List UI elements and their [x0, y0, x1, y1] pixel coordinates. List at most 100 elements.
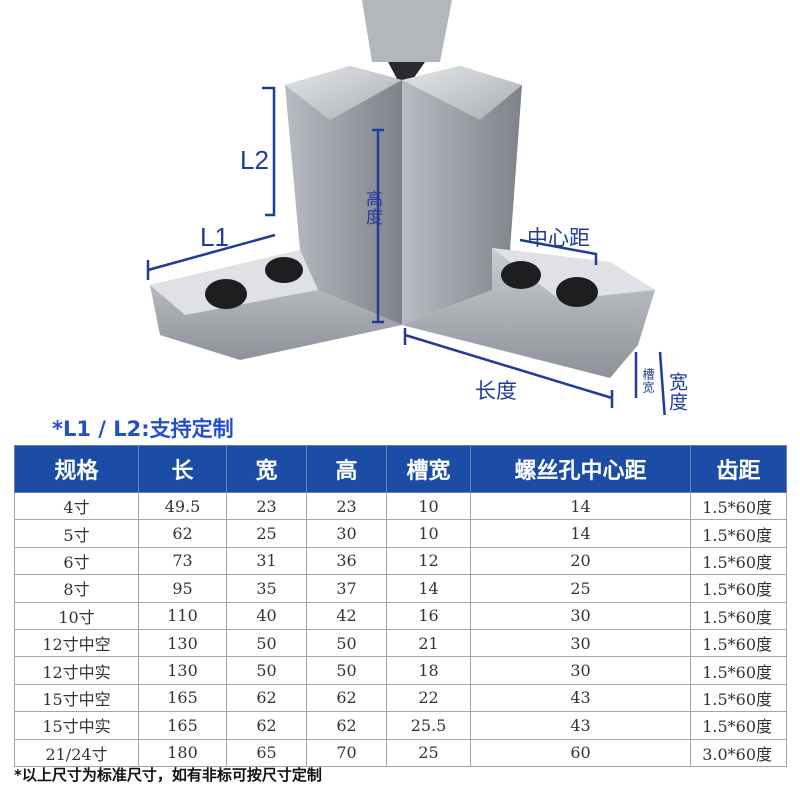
- table-cell: 15寸中实: [14, 711, 139, 740]
- label-slot-width: 槽宽: [641, 368, 655, 394]
- table-cell: 30: [470, 656, 691, 685]
- table-cell: 18: [386, 656, 471, 685]
- table-cell: 31: [226, 546, 307, 576]
- table-cell: 22: [386, 683, 471, 713]
- table-cell: 180: [138, 738, 227, 767]
- table-cell: 8寸: [14, 574, 139, 603]
- table-cell: 73: [138, 546, 227, 576]
- table-cell: 1.5*60度: [690, 601, 787, 630]
- table-cell: 1.5*60度: [690, 683, 787, 713]
- table-cell: 1.5*60度: [690, 628, 787, 658]
- table-cell: 23: [226, 491, 307, 521]
- table-cell: 15寸中空: [14, 683, 139, 713]
- footnote: *以上尺寸为标准尺寸，如有非标可按尺寸定制: [14, 766, 322, 784]
- table-cell: 10: [386, 491, 471, 521]
- table-cell: 62: [306, 683, 387, 713]
- table-cell: 37: [306, 574, 387, 603]
- table-cell: 40: [226, 601, 307, 630]
- table-cell: 62: [226, 683, 307, 713]
- table-cell: 3.0*60度: [690, 738, 787, 767]
- label-l1: L1: [200, 222, 229, 252]
- table-cell: 165: [138, 711, 227, 740]
- table-cell: 43: [470, 683, 691, 713]
- table-cell: 21: [386, 628, 471, 658]
- table-cell: 14: [470, 491, 691, 521]
- table-cell: 12寸中实: [14, 656, 139, 685]
- table-cell: 95: [138, 574, 227, 603]
- table-cell: 25: [386, 738, 471, 767]
- table-cell: 1.5*60度: [690, 491, 787, 521]
- table-cell: 50: [306, 656, 387, 685]
- header-width: 宽: [226, 445, 307, 493]
- table-cell: 42: [306, 601, 387, 630]
- table-cell: 25: [226, 519, 307, 548]
- table-cell: 1.5*60度: [690, 656, 787, 685]
- product-illustration: L2 L1 高度 中心距 长度 槽宽 宽度: [146, 0, 688, 421]
- table-cell: 49.5: [138, 491, 227, 521]
- table-cell: 1.5*60度: [690, 711, 787, 740]
- table-cell: 65: [226, 738, 307, 767]
- table-cell: 14: [386, 574, 471, 603]
- table-cell: 16: [386, 601, 471, 630]
- header-slot-width: 槽宽: [386, 445, 471, 493]
- table-cell: 1.5*60度: [690, 519, 787, 548]
- table-cell: 12寸中空: [14, 628, 139, 658]
- header-length: 长: [138, 445, 227, 493]
- chuck-center: [388, 62, 425, 92]
- table-cell: 50: [226, 656, 307, 685]
- table-cell: 36: [306, 546, 387, 576]
- header-hole-center: 螺丝孔中心距: [470, 445, 691, 493]
- table-cell: 50: [306, 628, 387, 658]
- table-cell: 12: [386, 546, 471, 576]
- table-cell: 30: [470, 628, 691, 658]
- dimension-lines: [146, 86, 667, 421]
- table-cell: 110: [138, 601, 227, 630]
- chuck-top: [362, 0, 452, 62]
- header-tooth-pitch: 齿距: [690, 445, 787, 493]
- table-cell: 20: [470, 546, 691, 576]
- table-cell: 1.5*60度: [690, 574, 787, 603]
- table-cell: 30: [306, 519, 387, 548]
- table-cell: 5寸: [14, 519, 139, 548]
- table-cell: 165: [138, 683, 227, 713]
- table-header-row: 规格 长 宽 高 槽宽 螺丝孔中心距 齿距: [14, 445, 787, 493]
- label-l2: L2: [240, 145, 269, 175]
- label-hole-center: 中心距: [527, 227, 590, 250]
- label-width: 宽度: [666, 372, 688, 412]
- table-cell: 70: [306, 738, 387, 767]
- table-cell: 62: [138, 519, 227, 548]
- table-cell: 43: [470, 711, 691, 740]
- table-cell: 4寸: [14, 491, 139, 521]
- customization-note: *L1 / L2:支持定制: [52, 417, 234, 441]
- label-height: 高度: [362, 190, 382, 226]
- header-height: 高: [306, 445, 387, 493]
- table-cell: 35: [226, 574, 307, 603]
- header-spec: 规格: [14, 445, 139, 493]
- table-cell: 25: [470, 574, 691, 603]
- table-cell: 14: [470, 519, 691, 548]
- table-cell: 1.5*60度: [690, 546, 787, 576]
- table-cell: 23: [306, 491, 387, 521]
- table-cell: 10: [386, 519, 471, 548]
- table-cell: 50: [226, 628, 307, 658]
- table-cell: 130: [138, 656, 227, 685]
- table-cell: 25.5: [386, 711, 471, 740]
- table-cell: 62: [306, 711, 387, 740]
- table-cell: 60: [470, 738, 691, 767]
- table-cell: 10寸: [14, 601, 139, 630]
- label-length: 长度: [475, 380, 517, 403]
- table-cell: 62: [226, 711, 307, 740]
- table-cell: 21/24寸: [14, 738, 139, 767]
